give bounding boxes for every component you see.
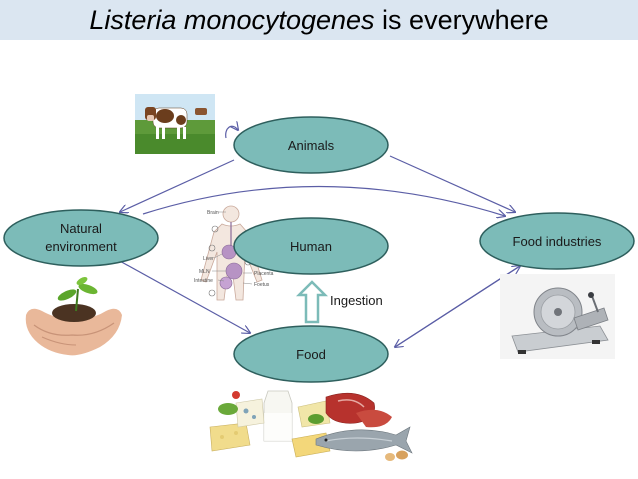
node-human-label: Human [290, 239, 332, 254]
ingestion-label: Ingestion [330, 293, 383, 308]
node-food: Food [233, 325, 389, 383]
anatomy-label-mln: MLN [199, 269, 210, 275]
node-food-label: Food [296, 347, 326, 362]
food-collage-photo [206, 383, 416, 463]
anatomy-label-liver: Liver [203, 256, 214, 262]
node-food-industries-label: Food industries [513, 234, 602, 249]
node-human: Human [233, 217, 389, 275]
arrow-animal-loop [225, 126, 238, 139]
anatomy-label-brain: Brain [207, 210, 219, 216]
title-italic: Listeria monocytogenes [89, 4, 375, 35]
node-food-industries: Food industries [479, 212, 635, 270]
page-title: Listeria monocytogenes is everywhere [89, 5, 548, 36]
node-natural-label-line1: Natural [60, 221, 102, 236]
node-natural-environment: Natural environment [3, 209, 159, 267]
meat-slicer-photo [500, 274, 615, 359]
node-natural-label-line2: environment [45, 239, 117, 254]
arrow-natural-to-food [117, 259, 250, 333]
seedling-hands-photo [25, 277, 122, 356]
arrow-industries-to-food [395, 265, 521, 347]
ingestion-arrow [295, 280, 329, 324]
title-rest: is everywhere [374, 4, 549, 35]
node-animals-label: Animals [288, 138, 335, 153]
arrow-animals-to-natural [120, 159, 235, 212]
anatomy-label-intestine: Intestine [194, 278, 213, 284]
title-bar: Listeria monocytogenes is everywhere [0, 0, 638, 40]
anatomy-label-foetus: Foetus [254, 282, 270, 288]
arrow-animals-to-industries [389, 155, 515, 212]
node-animals: Animals [233, 116, 389, 174]
arrow-natural-to-industries [142, 185, 505, 216]
anatomy-label-placenta: Placenta [254, 271, 274, 277]
cow-photo [135, 94, 215, 154]
